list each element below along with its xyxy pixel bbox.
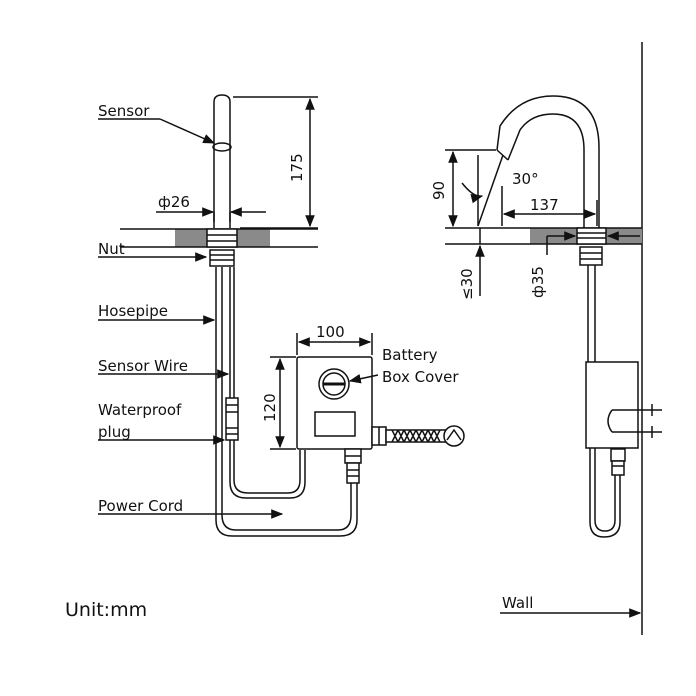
- wall-label: Wall: [502, 594, 533, 612]
- angle-ray: [477, 154, 504, 227]
- front-view: [98, 94, 465, 537]
- angle-arc: [461, 182, 484, 204]
- front-flange: [206, 228, 238, 248]
- labels: Sensor Nut Hosepipe Sensor Wire Waterpro…: [65, 102, 559, 621]
- side-gooseneck: [507, 113, 585, 228]
- side-box: [585, 361, 639, 449]
- battery-box-window: [314, 411, 356, 437]
- box-cover-label: Box Cover: [382, 368, 459, 386]
- waterproof-label: Waterproof: [98, 401, 182, 419]
- side-nut: [579, 246, 603, 266]
- waterproof-plug: [225, 397, 239, 441]
- side-box-valve: [607, 409, 646, 433]
- battery-cover-knob: [318, 368, 350, 400]
- sensor-label: Sensor: [98, 102, 150, 120]
- angle-valve: [443, 425, 465, 447]
- side-u-hose: [589, 448, 621, 538]
- hole-diameter-label: ф35: [529, 266, 547, 298]
- box-width-label: 100: [316, 323, 345, 341]
- power-cord-label: Power Cord: [98, 497, 183, 515]
- sensor-window: [212, 142, 232, 152]
- front-spout: [213, 94, 231, 228]
- box-height-label: 120: [261, 393, 279, 422]
- hosepipe-label: Hosepipe: [98, 302, 168, 320]
- side-fitting: [610, 448, 626, 462]
- plug-label: plug: [98, 423, 131, 441]
- deck-thickness-label: ≤30: [458, 268, 476, 300]
- battery-leader: [348, 374, 379, 384]
- unit-label: Unit:mm: [65, 599, 147, 621]
- spout-diameter-label: ф26: [158, 193, 190, 211]
- side-height-label: 90: [430, 181, 448, 200]
- nut-label: Nut: [98, 240, 125, 258]
- reach-label: 137: [530, 196, 559, 214]
- front-nut: [209, 249, 235, 267]
- side-view: [445, 42, 662, 635]
- front-power-cord: [229, 440, 306, 499]
- front-hosepipe: [215, 267, 358, 537]
- sensor-wire-label: Sensor Wire: [98, 357, 188, 375]
- angle-label: 30°: [512, 170, 539, 188]
- side-flange: [576, 227, 607, 245]
- battery-label: Battery: [382, 346, 438, 364]
- height-dim-label: 175: [288, 153, 306, 182]
